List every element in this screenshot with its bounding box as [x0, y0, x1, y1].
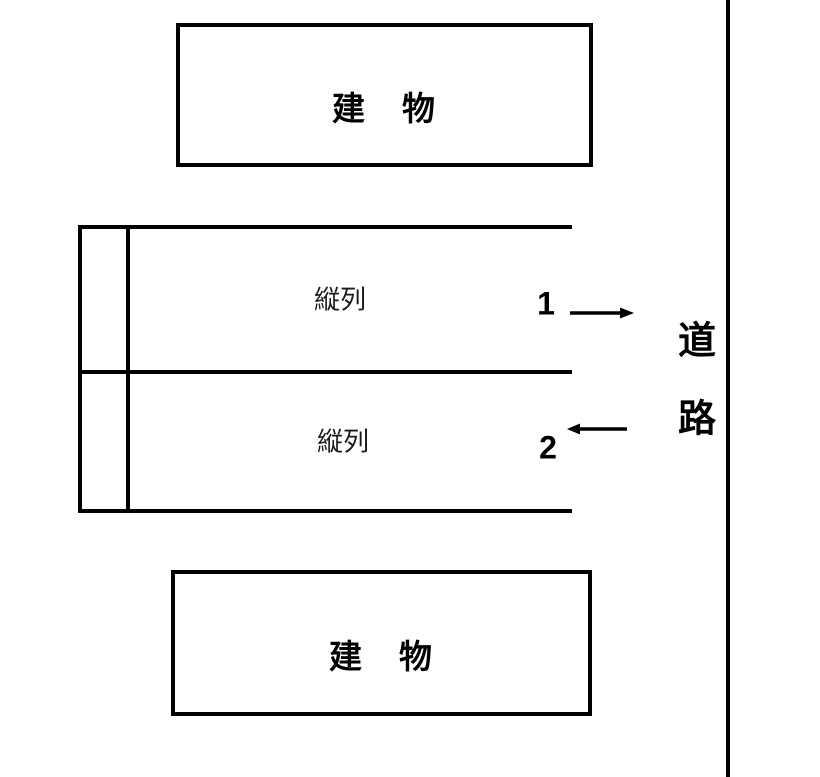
parking-left-outer-line — [78, 225, 82, 513]
parking-bottom-line — [78, 509, 572, 513]
lane-1-number: 1 — [537, 285, 555, 322]
parking-left-inner-line — [126, 225, 130, 513]
road-label-char-2: 路 — [677, 398, 717, 441]
road-boundary-line — [726, 0, 730, 777]
arrow-right-icon — [570, 307, 634, 319]
road-label-char-1: 道 — [677, 320, 717, 363]
building-top: 建 物 — [176, 23, 593, 167]
lane-1-label: 縦列 — [313, 284, 367, 315]
building-top-label: 建 物 — [332, 90, 437, 127]
arrow-left-icon — [567, 423, 627, 435]
lane-divider-line — [78, 370, 572, 374]
building-bottom-label: 建 物 — [329, 638, 434, 675]
lane-2-number: 2 — [539, 429, 557, 466]
building-bottom: 建 物 — [171, 570, 592, 716]
lane-2-label: 縦列 — [316, 426, 370, 457]
parking-top-line — [78, 225, 572, 229]
